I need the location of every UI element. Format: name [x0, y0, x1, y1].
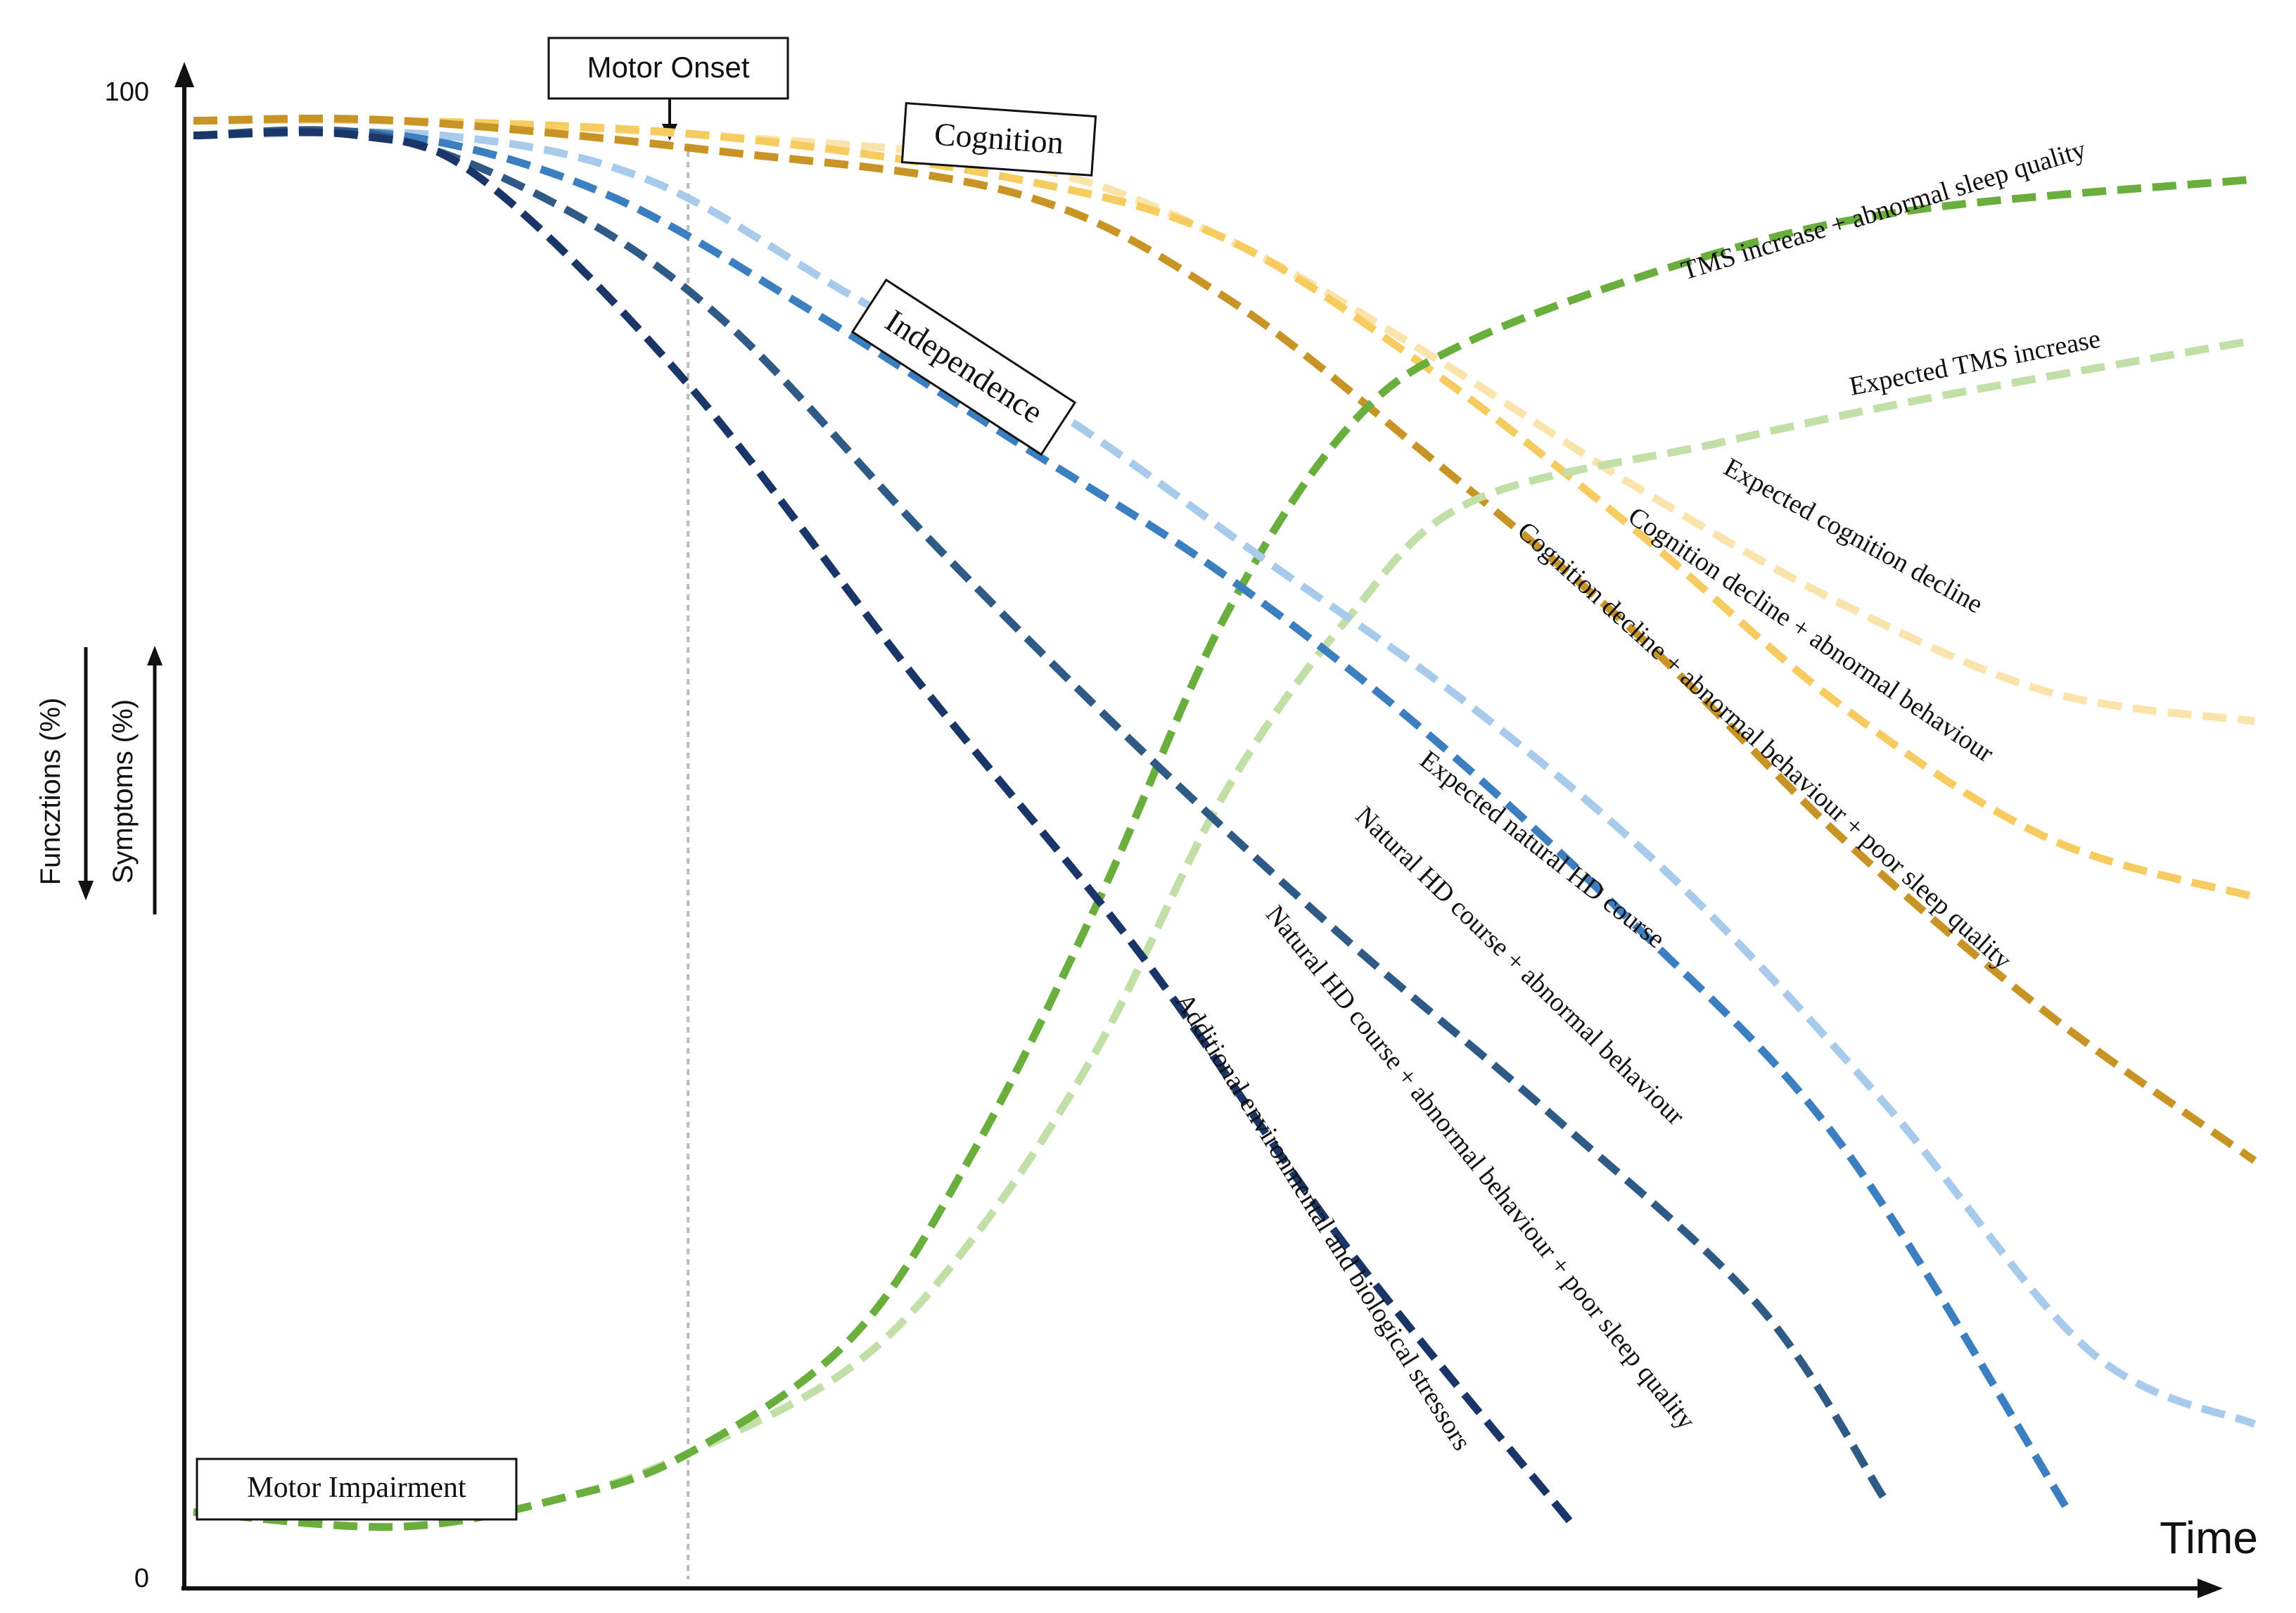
motor-onset-label: Motor Onset	[587, 51, 749, 84]
independence-label-group: Independence	[850, 278, 1077, 457]
cognition-label-group: Cognition	[900, 102, 1097, 177]
functions-arrowhead	[78, 881, 94, 900]
series-group	[193, 115, 2257, 1531]
series-line-8	[193, 336, 2255, 1531]
motor-impairment-box	[196, 1458, 518, 1521]
series-label-expected-natural: Expected natural HD course	[1414, 745, 1670, 954]
series-label-tms-sleep: TMS increase + abnormal sleep quality	[1678, 134, 2089, 286]
series-label-stressors: Additional environmental and biological …	[1169, 988, 1477, 1456]
y-axis-arrowhead	[174, 62, 194, 87]
series-line-2	[193, 127, 2072, 1515]
motor-impairment-label-group: Motor Impairment	[196, 1458, 518, 1521]
symptoms-arrowhead	[147, 646, 162, 665]
series-line-3	[193, 128, 2257, 1428]
y-tick-label-0: 0	[134, 1564, 149, 1593]
y-label-functions: Funcztions (%)	[35, 698, 66, 886]
series-line-0	[193, 128, 1578, 1529]
series-label-natural-behaviour-sleep: Natural HD course + abnormal behaviour +…	[1260, 900, 1701, 1435]
series-label-cognition-behaviour: Cognition decline + abnormal behaviour	[1623, 502, 1999, 769]
x-axis-label: Time	[2160, 1512, 2258, 1563]
motor-onset-box	[547, 37, 789, 100]
series-line-1	[193, 126, 1887, 1500]
x-axis-arrowhead	[2198, 1579, 2223, 1598]
series-line-7	[193, 175, 2255, 1531]
motor-impairment-label: Motor Impairment	[247, 1472, 466, 1504]
independence-box	[850, 278, 1077, 457]
series-line-5	[193, 115, 2256, 901]
y-label-functions-group: Funcztions (%)	[35, 647, 94, 900]
cognition-box	[900, 102, 1097, 177]
series-line-4	[193, 115, 2257, 1164]
y-tick-label-100: 100	[105, 77, 149, 107]
y-label-symptoms: Symptoms (%)	[108, 699, 139, 884]
series-label-expected-tms: Expected TMS increase	[1847, 324, 2103, 401]
y-label-symptoms-group: Symptoms (%)	[108, 646, 162, 914]
